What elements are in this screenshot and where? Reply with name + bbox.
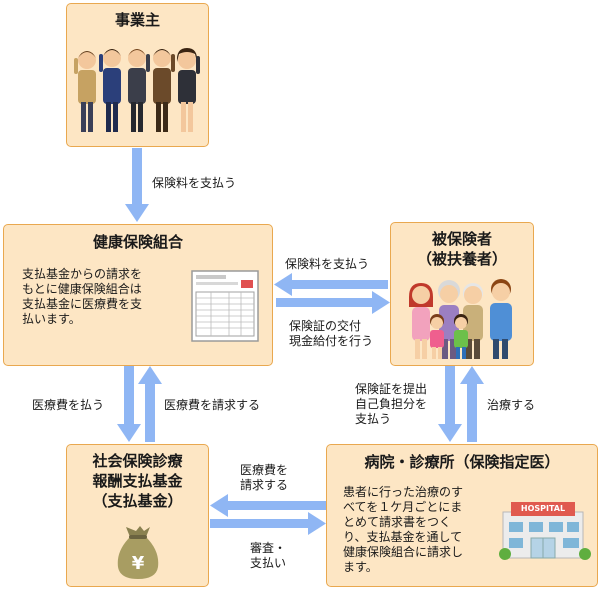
insured-box: 被保険者 （被扶養者） [390,222,534,366]
mother-icon [409,283,433,359]
arrow-hospital-to-kikin [210,494,326,517]
businessman-icon [153,49,175,132]
girl-icon [430,314,444,359]
yen-symbol: ¥ [131,553,145,574]
arrow-hospital-to-insured [460,366,484,442]
arrow-employer-to-kumiai [125,148,149,222]
arrow-kikin-to-kumiai [138,366,162,442]
employer-box: 事業主 [66,3,209,147]
money-bag-icon [117,526,159,579]
employer-title: 事業主 [114,11,160,29]
hospital-building-icon [499,502,591,560]
kumiai-description: 支払基金からの請求を もとに健康保険組合は 支払基金に医療費を支 払います。 [22,267,143,326]
document-icon [191,270,259,342]
grandfather-icon [463,283,483,359]
father-icon [490,279,512,359]
insured-title: 被保険者 [431,230,492,248]
kumiai-title: 健康保険組合 [92,233,183,251]
arrow-kumiai-to-kikin [117,366,141,442]
flow-label-kikin-to-hospital: 審査・ 支払い [250,541,287,570]
hospital-sign-text: HOSPITAL [520,504,566,513]
kikin-title-line2: 報酬支払基金 [92,472,183,490]
arrow-kikin-to-hospital [210,512,326,535]
business-people-illustration [74,48,200,132]
flow-label-hospital-to-kikin: 医療費を 請求する [240,463,289,492]
hospital-title: 病院・診療所（保険指定医） [364,453,560,471]
arrow-insured-to-hospital [438,366,462,442]
flow-label-kumiai-to-kikin: 医療費を払う [32,398,105,412]
flow-label-kumiai-to-insured: 保険証の交付 現金給付を行う [289,319,374,348]
kumiai-box: 健康保険組合 支払基金からの請求を もとに健康保険組合は 支払基金に医療費を支 … [3,224,273,366]
kikin-title-line3: （支払基金） [92,492,183,510]
kikin-box: 社会保険診療 報酬支払基金 （支払基金） ¥ [66,444,209,587]
businessman-icon [74,51,96,132]
businesswoman-icon [176,48,200,132]
arrow-insured-to-kumiai [274,273,388,296]
hospital-description: 患者に行った治療のす べてを１ケ月ごとにま とめて請求書をつく り、支払基金を通… [343,485,464,574]
boy-icon [454,314,468,359]
businessman-icon [128,49,150,132]
arrow-kumiai-to-insured [276,291,390,314]
flow-label-hospital-to-insured: 治療する [487,398,536,412]
insured-subtitle: （被扶養者） [416,250,507,268]
kikin-title-line1: 社会保険診療 [92,452,183,470]
grandmother-icon [438,280,460,359]
flow-label-insured-to-kumiai: 保険料を支払う [285,257,370,271]
hospital-box: 病院・診療所（保険指定医） 患者に行った治療のす べてを１ケ月ごとにま とめて請… [326,444,598,587]
businessman-icon [99,49,121,132]
flow-label-kikin-to-kumiai: 医療費を請求する [164,398,261,412]
flow-label-employer-to-kumiai: 保険料を支払う [152,176,237,190]
flow-label-insured-to-hospital: 保険証を提出 自己負担分を 支払う [355,382,428,426]
family-illustration [409,279,512,359]
